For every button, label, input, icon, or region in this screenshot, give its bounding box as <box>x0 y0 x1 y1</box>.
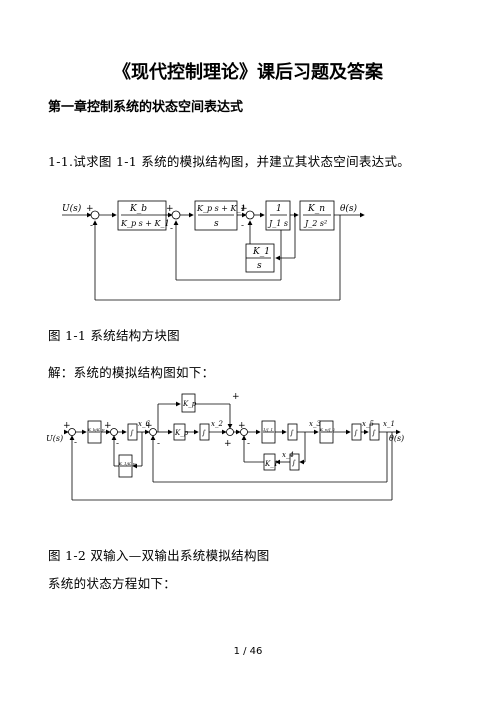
fig2-integrator-2: ∫ <box>202 429 206 437</box>
fig1-sum3-plus: + <box>240 204 248 214</box>
fig1-block4-den: J_2 s² <box>303 219 327 228</box>
fig2-sum3-plus: + <box>145 421 153 431</box>
fig2-sum4-plus-top: + <box>232 392 240 402</box>
fig1-output-label: θ(s) <box>340 203 358 214</box>
fig1-feedback-den: s <box>257 261 262 271</box>
state-equation-intro: 系统的状态方程如下： <box>48 576 177 591</box>
fig2-frac-kb-kp: K_b/K_p <box>87 427 105 432</box>
fig1-sum1-minus: - <box>90 221 93 231</box>
fig2-x1: x_6 <box>138 420 150 428</box>
fig2-sum5-plus: + <box>238 421 246 431</box>
fig2-sum2-plus: + <box>104 421 112 431</box>
fig2-x5: x_5 <box>362 420 374 428</box>
fig2-integrator-5: ∫ <box>354 429 358 437</box>
figure-1-2-caption: 图 1-2 双输入—双输出系统模拟结构图 <box>48 548 270 563</box>
fig2-integrator-3: ∫ <box>290 429 294 437</box>
fig2-sum4-plus: + <box>224 439 232 449</box>
fig1-sum2-plus: + <box>166 204 174 214</box>
fig2-gain-kp: K_p <box>182 400 197 408</box>
fig1-block3-den: J_1 s <box>267 219 288 228</box>
fig1-sum1-plus: + <box>86 204 94 214</box>
fig1-block1-num: K_b <box>129 204 147 214</box>
fig2-frac-1-j1: 1/J_1 <box>263 427 273 432</box>
fig2-integrator-1: ∫ <box>130 429 134 437</box>
fig2-gain-kp-main: K_p <box>174 429 189 437</box>
fig2-sum3-minus: - <box>157 439 160 449</box>
fig2-frac-kn-j2: K_n/J_2 <box>319 427 336 432</box>
fig2-input-label: U(s) <box>46 434 63 443</box>
fig1-block1-den: K_p s + K_1 <box>120 219 170 228</box>
fig1-sum3-minus: - <box>241 221 244 231</box>
page-number: 1 / 46 <box>233 646 263 657</box>
fig2-integrator-4: ∫ <box>292 459 296 467</box>
fig2-x2: x_2 <box>211 420 223 428</box>
fig2-sum1-minus: - <box>74 438 77 448</box>
fig2-x6: x_1 <box>383 420 395 428</box>
fig1-input-label: U(s) <box>62 203 82 214</box>
fig2-gain-k1: K_1 <box>264 460 278 468</box>
chapter-heading: 第一章控制系统的状态空间表达式 <box>48 100 244 115</box>
fig1-block2-num: K_p s + K_1 <box>196 204 246 213</box>
fig2-x4: x_4 <box>282 451 294 459</box>
fig2-integrator-6: ∫ <box>372 429 376 437</box>
fig2-sum1-plus: + <box>63 421 71 431</box>
fig1-feedback-num: K_1 <box>252 247 270 257</box>
fig1-block3-num: 1 <box>276 204 282 214</box>
fig2-sum5-minus: - <box>247 439 250 449</box>
fig2-sum2-minus: - <box>116 439 119 449</box>
fig1-block4-num: K_n <box>307 204 325 214</box>
figure-1-1-caption: 图 1-1 系统结构方块图 <box>48 328 180 343</box>
fig2-x3: x_3 <box>309 420 321 428</box>
document-title: 《现代控制理论》课后习题及答案 <box>113 62 383 83</box>
question-1-1: 1-1.试求图 1-1 系统的模拟结构图，并建立其状态空间表达式。 <box>48 154 411 169</box>
solution-intro: 解：系统的模拟结构图如下： <box>48 365 215 380</box>
fig2-frac-k1-kp: K_1/K_p <box>118 461 136 466</box>
fig1-block2-den: s <box>214 219 219 229</box>
fig2-output-label: θ(s) <box>389 434 404 443</box>
fig1-sum2-minus: - <box>170 224 173 234</box>
